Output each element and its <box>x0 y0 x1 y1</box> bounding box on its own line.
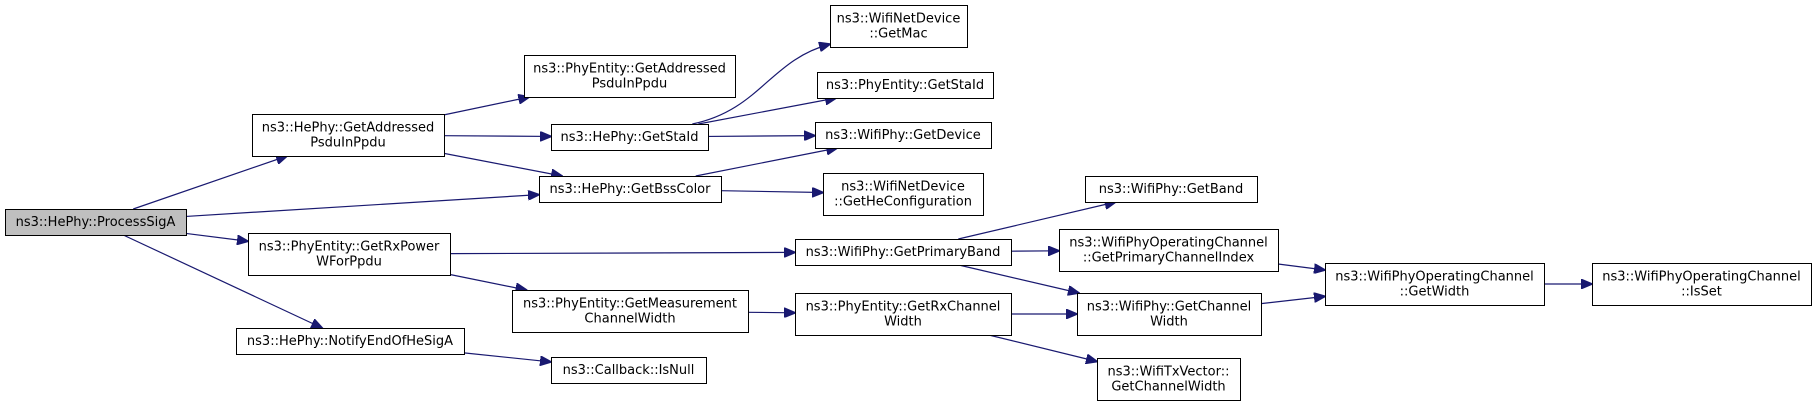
node-label-line: Width <box>1150 315 1188 330</box>
node-label-line: ns3::WifiPhy::GetDevice <box>825 128 981 143</box>
node-label-line: Width <box>884 315 922 330</box>
edge-phyEntityGetRxChannelWidth-to-wifiTxVectorGetChannelWidth <box>988 334 1097 361</box>
node-label-line: ns3::WifiTxVector:: <box>1107 365 1229 380</box>
node-hePhyNotifyEndOfHeSigA[interactable]: ns3::HePhy::NotifyEndOfHeSigA <box>236 328 465 355</box>
node-label-line: ns3::HePhy::GetBssColor <box>550 182 712 197</box>
node-box <box>1077 293 1262 336</box>
node-box <box>795 293 1012 336</box>
node-box <box>551 124 709 151</box>
node-label-line: ::GetWidth <box>1400 285 1470 300</box>
node-box <box>830 5 968 48</box>
edge-wifiPhyGetChannelWidth-to-opChanGetWidth <box>1260 296 1325 305</box>
node-processSigA: ns3::HePhy::ProcessSigA <box>5 209 187 236</box>
edge-phyEntityGetRxPower-to-phyEntityGetMeasurement <box>449 273 526 290</box>
edge-hePhyGetStaId-to-wifiPhyGetDevice <box>707 136 815 137</box>
node-label-line: PsduInPpdu <box>310 136 386 151</box>
node-label-line: WForPpdu <box>316 255 382 270</box>
node-box <box>512 290 749 333</box>
node-label-line: ns3::Callback::IsNull <box>563 363 695 378</box>
node-wifiNetDeviceGetMac[interactable]: ns3::WifiNetDevice::GetMac <box>830 5 968 48</box>
edge-wifiPhyGetPrimaryBand-to-wifiPhyGetBand <box>958 202 1115 240</box>
node-wifiPhyGetDevice[interactable]: ns3::WifiPhy::GetDevice <box>815 122 992 149</box>
node-hePhyGetStaId[interactable]: ns3::HePhy::GetStaId <box>551 124 709 151</box>
node-label-line: ns3::HePhy::GetAddressed <box>262 121 435 136</box>
node-opChanGetWidth[interactable]: ns3::WifiPhyOperatingChannel::GetWidth <box>1325 263 1545 306</box>
node-label-line: PsduInPpdu <box>592 77 668 92</box>
node-wifiPhyGetChannelWidth[interactable]: ns3::WifiPhy::GetChannelWidth <box>1077 293 1262 336</box>
edge-hePhyNotifyEndOfHeSigA-to-callbackIsNull <box>463 352 551 362</box>
node-opChanIsSet[interactable]: ns3::WifiPhyOperatingChannel::IsSet <box>1592 263 1812 306</box>
node-label-line: ChannelWidth <box>584 312 675 327</box>
node-label-line: ns3::WifiNetDevice <box>841 180 965 195</box>
edge-hePhyGetBssColor-to-wifiPhyGetDevice <box>695 148 838 177</box>
edge-layer <box>123 44 1592 362</box>
edge-hePhyGetAddressed-to-hePhyGetBssColor <box>443 152 562 176</box>
node-opChanGetPrimaryChannelIndex[interactable]: ns3::WifiPhyOperatingChannel::GetPrimary… <box>1059 229 1279 272</box>
node-box <box>823 173 984 216</box>
edge-phyEntityGetRxPower-to-wifiPhyGetPrimaryBand <box>449 252 795 253</box>
node-label-line: ns3::WifiPhyOperatingChannel <box>1602 270 1801 285</box>
edge-phyEntityGetMeasurement-to-phyEntityGetRxChannelWidth <box>747 312 795 313</box>
node-label-line: ns3::PhyEntity::GetStaId <box>826 78 984 93</box>
node-layer: ns3::HePhy::ProcessSigA ns3::HePhy::GetAd… <box>5 5 1812 401</box>
node-box <box>524 55 736 98</box>
node-label-line: ns3::WifiPhyOperatingChannel <box>1069 236 1268 251</box>
node-label-line: ::GetPrimaryChannelIndex <box>1083 251 1255 266</box>
node-label-line: ns3::PhyEntity::GetRxChannel <box>806 300 1001 315</box>
node-label-line: ns3::PhyEntity::GetMeasurement <box>523 297 737 312</box>
node-box <box>539 176 722 203</box>
node-label-line: ns3::WifiPhy::GetPrimaryBand <box>806 245 1001 260</box>
node-box <box>551 357 707 384</box>
node-phyEntityGetMeasurement[interactable]: ns3::PhyEntity::GetMeasurementChannelWid… <box>512 290 749 333</box>
node-phyEntityGetStaId[interactable]: ns3::PhyEntity::GetStaId <box>817 72 994 99</box>
edge-hePhyGetStaId-to-wifiNetDeviceGetMac <box>692 44 830 125</box>
node-box <box>817 72 994 99</box>
node-box <box>1097 358 1241 401</box>
node-label-line: ns3::PhyEntity::GetRxPower <box>259 240 440 255</box>
node-label-line: GetChannelWidth <box>1111 380 1225 395</box>
edge-hePhyGetAddressed-to-phyEntityGetAddressed <box>443 97 529 116</box>
node-box <box>795 239 1012 266</box>
edge-processSigA-to-phyEntityGetRxPower <box>185 232 248 241</box>
node-label-line: ns3::HePhy::ProcessSigA <box>16 215 176 230</box>
node-box <box>815 122 992 149</box>
edge-hePhyGetStaId-to-phyEntityGetStaId <box>698 98 836 125</box>
node-label-line: ns3::WifiNetDevice <box>837 12 961 27</box>
node-box <box>5 209 187 236</box>
node-label-line: ns3::PhyEntity::GetAddressed <box>533 62 726 77</box>
edge-processSigA-to-hePhyGetBssColor <box>185 195 539 218</box>
node-wifiNetDeviceGetHeConfig[interactable]: ns3::WifiNetDevice::GetHeConfiguration <box>823 173 984 216</box>
edge-hePhyGetBssColor-to-wifiNetDeviceGetHeConfig <box>720 191 823 193</box>
node-label-line: ns3::HePhy::NotifyEndOfHeSigA <box>247 334 453 349</box>
node-label-line: ns3::WifiPhyOperatingChannel <box>1335 270 1534 285</box>
node-callbackIsNull[interactable]: ns3::Callback::IsNull <box>551 357 707 384</box>
node-label-line: ns3::HePhy::GetStaId <box>561 130 699 145</box>
node-hePhyGetBssColor[interactable]: ns3::HePhy::GetBssColor <box>539 176 722 203</box>
edge-processSigA-to-hePhyNotifyEndOfHeSigA <box>123 234 322 328</box>
node-box <box>252 114 445 157</box>
node-box <box>1085 176 1258 203</box>
node-wifiPhyGetBand[interactable]: ns3::WifiPhy::GetBand <box>1085 176 1258 203</box>
node-label-line: ::GetHeConfiguration <box>834 195 972 210</box>
node-label-line: ns3::WifiPhy::GetChannel <box>1087 300 1252 315</box>
edge-opChanGetPrimaryChannelIndex-to-opChanGetWidth <box>1277 263 1325 270</box>
node-label-line: ns3::WifiPhy::GetBand <box>1099 182 1244 197</box>
node-label-line: ::IsSet <box>1681 285 1722 300</box>
node-box <box>236 328 465 355</box>
node-box <box>1325 263 1545 306</box>
edge-processSigA-to-hePhyGetAddressed <box>133 156 287 210</box>
node-box <box>248 233 451 276</box>
edge-wifiPhyGetPrimaryBand-to-wifiPhyGetChannelWidth <box>958 264 1079 293</box>
edge-hePhyGetAddressed-to-hePhyGetStaId <box>443 136 551 137</box>
node-wifiPhyGetPrimaryBand[interactable]: ns3::WifiPhy::GetPrimaryBand <box>795 239 1012 266</box>
node-box <box>1059 229 1279 272</box>
node-label-line: ::GetMac <box>869 27 927 42</box>
node-wifiTxVectorGetChannelWidth[interactable]: ns3::WifiTxVector::GetChannelWidth <box>1097 358 1241 401</box>
node-box <box>1592 263 1812 306</box>
